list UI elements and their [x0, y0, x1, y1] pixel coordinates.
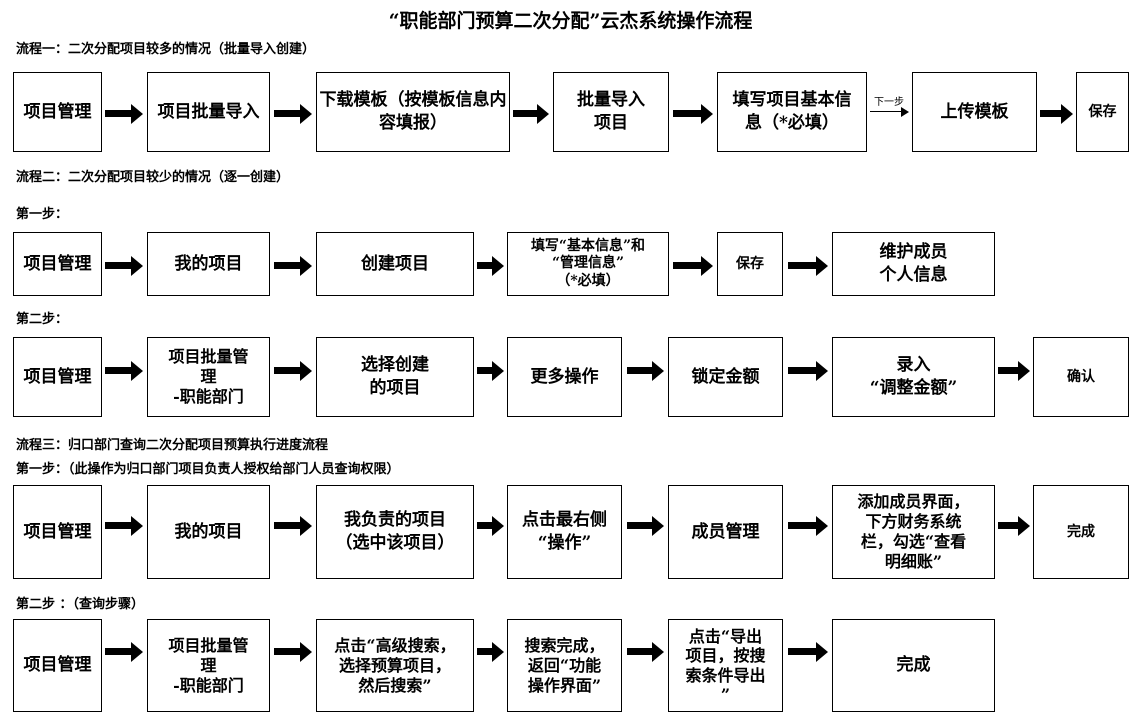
flow3-step2-box-export-projects: 点击“导出 项目，按搜 索条件导出 ”	[668, 619, 783, 712]
flow3-step1-arrow-4	[627, 516, 664, 536]
flow2-step1-box-maintain-members: 维护成员 个人信息	[832, 232, 995, 296]
flow2-step2-arrow-6	[998, 361, 1030, 381]
flow2-step2-arrow-2	[274, 361, 312, 381]
flow2-step1-box-project-management: 项目管理	[13, 232, 102, 296]
flow3-step2-box-batch-management: 项目批量管 理 -职能部门	[147, 619, 270, 712]
page-title: “职能部门预算二次分配”云杰系统操作流程	[388, 10, 753, 32]
flow1-box-batch-import-project: 批量导入 项目	[553, 72, 669, 152]
flow3-step1-arrow-2	[274, 516, 312, 536]
flow3-step2-box-search-complete: 搜索完成， 返回“功能 操作界面”	[507, 619, 622, 712]
flow2-step2-arrow-4	[627, 361, 664, 381]
flow2-step1-arrow-1	[105, 256, 143, 276]
flow3-step1-arrow-1	[105, 516, 143, 536]
flow2-step2-label: 第二步：	[16, 312, 69, 327]
flow2-step1-arrow-2	[274, 256, 312, 276]
flow3-step1-arrow-3	[477, 516, 504, 536]
flow1-arrow-2	[274, 104, 312, 124]
flow1-arrow-4	[673, 104, 713, 124]
flow1-label: 流程一：二次分配项目较多的情况（批量导入创建）	[16, 42, 316, 57]
flow3-step1-box-project-management: 项目管理	[13, 485, 102, 579]
flow2-step1-box-my-projects: 我的项目	[147, 232, 270, 296]
flow2-step1-arrow-4	[673, 256, 713, 276]
flow1-box-fill-basic-info: 填写项目基本信 息（*必填）	[717, 72, 867, 152]
flow3-step1-box-member-management: 成员管理	[668, 485, 783, 579]
flow3-step1-label: 第一步：（此操作为归口部门项目负责人授权给部门人员查询权限）	[16, 462, 400, 477]
flow2-step1-arrow-5	[788, 256, 828, 276]
flow1-thin-arrow	[870, 107, 910, 117]
flow3-step1-box-my-responsible-projects: 我负责的项目 （选中该项目）	[316, 485, 474, 579]
flow2-step1-box-save: 保存	[717, 232, 783, 296]
flow2-step1-arrow-3	[477, 256, 504, 276]
flow2-step2-box-enter-adjusted-amount: 录入 “调整金额”	[832, 337, 995, 417]
flow2-step1-box-create-project: 创建项目	[316, 232, 474, 296]
flow3-step1-box-click-operate: 点击最右侧 “操作”	[507, 485, 622, 579]
flow2-step1-label: 第一步：	[16, 207, 69, 222]
flow2-step2-box-project-management: 项目管理	[13, 337, 102, 417]
flow1-box-project-management: 项目管理	[13, 72, 102, 152]
flow3-step1-arrow-6	[998, 516, 1030, 536]
flow3-step2-box-project-management: 项目管理	[13, 619, 102, 712]
flow3-step2-arrow-3	[477, 642, 504, 662]
flow3-step1-box-add-member: 添加成员界面， 下方财务系统 栏，勾选“查看 明细账”	[832, 485, 995, 579]
flow1-next-step-label: 下一步	[874, 97, 904, 108]
flow2-step2-box-confirm: 确认	[1033, 337, 1129, 417]
flow2-step2-arrow-5	[788, 361, 828, 381]
flow3-step2-arrow-5	[788, 642, 828, 662]
flow3-step2-box-advanced-search: 点击“高级搜索， 选择预算项目， 然后搜索”	[316, 619, 474, 712]
flow3-step1-arrow-5	[788, 516, 828, 536]
flow2-step2-box-batch-management: 项目批量管 理 -职能部门	[147, 337, 270, 417]
flow2-step2-arrow-3	[477, 361, 504, 381]
flow3-step2-arrow-1	[105, 642, 143, 662]
flow1-box-upload-template: 上传模板	[912, 72, 1037, 152]
flow2-step2-box-more-actions: 更多操作	[507, 337, 622, 417]
flow1-box-download-template: 下载模板（按模板信息内容填报）	[316, 72, 510, 152]
flow1-box-save: 保存	[1076, 72, 1129, 152]
flow1-arrow-3	[513, 104, 549, 124]
flow1-arrow-5	[1040, 104, 1073, 124]
flow1-arrow-1	[105, 104, 143, 124]
flow2-step1-box-fill-info: 填写“基本信息”和 “管理信息” （*必填）	[507, 232, 669, 296]
flow3-label: 流程三：归口部门查询二次分配项目预算执行进度流程	[16, 438, 329, 453]
flow2-step2-arrow-1	[105, 361, 143, 381]
flow3-step2-label: 第二步 ：（查询步骤）	[16, 597, 145, 612]
flow2-step2-box-select-project: 选择创建 的项目	[316, 337, 474, 417]
flow3-step1-box-done: 完成	[1033, 485, 1129, 579]
flow3-step1-box-my-projects: 我的项目	[147, 485, 270, 579]
flow3-step2-box-done: 完成	[832, 619, 995, 712]
flow2-label: 流程二：二次分配项目较少的情况（逐一创建）	[16, 170, 290, 185]
flow3-step2-arrow-4	[627, 642, 664, 662]
flow1-box-batch-import: 项目批量导入	[147, 72, 270, 152]
flow3-step2-arrow-2	[274, 642, 312, 662]
flow2-step2-box-lock-amount: 锁定金额	[668, 337, 783, 417]
